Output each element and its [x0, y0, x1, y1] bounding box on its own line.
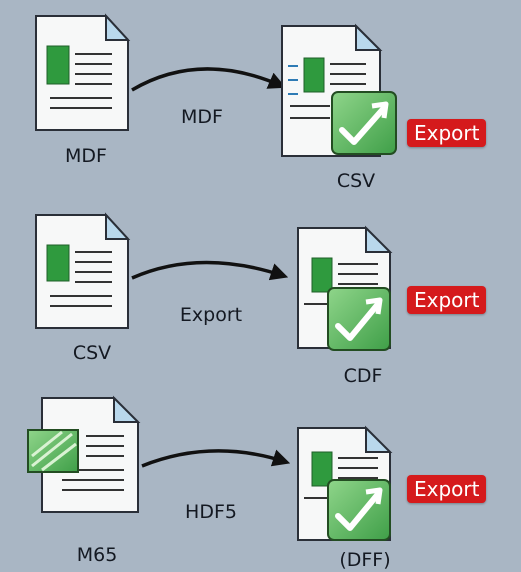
arrow-icon	[141, 449, 291, 468]
arrow-label: Export	[179, 304, 243, 326]
source-document-icon	[35, 212, 131, 329]
export-badge[interactable]: Export	[407, 286, 487, 314]
export-badge[interactable]: Export	[407, 475, 487, 503]
arrow-label: HDF5	[185, 501, 237, 523]
source-document-icon	[35, 13, 131, 131]
export-badge[interactable]: Export	[407, 119, 487, 147]
source-label: CSV	[72, 342, 112, 364]
target-label: CDF	[343, 365, 383, 387]
row-1	[35, 13, 397, 157]
arrow-icon	[131, 260, 289, 281]
target-label: CSV	[336, 170, 376, 192]
source-label: MDF	[65, 145, 107, 167]
check-export-icon	[327, 479, 391, 541]
check-export-icon	[327, 287, 391, 351]
arrow-label: MDF	[181, 106, 223, 128]
source-document-icon	[41, 395, 141, 513]
arrow-icon	[131, 67, 287, 92]
source-label: M65	[76, 544, 118, 566]
source-tile-icon	[27, 429, 79, 473]
target-label: (DFF)	[339, 549, 391, 571]
row-2	[35, 212, 393, 351]
check-export-icon	[331, 91, 397, 155]
row-3	[27, 395, 393, 541]
